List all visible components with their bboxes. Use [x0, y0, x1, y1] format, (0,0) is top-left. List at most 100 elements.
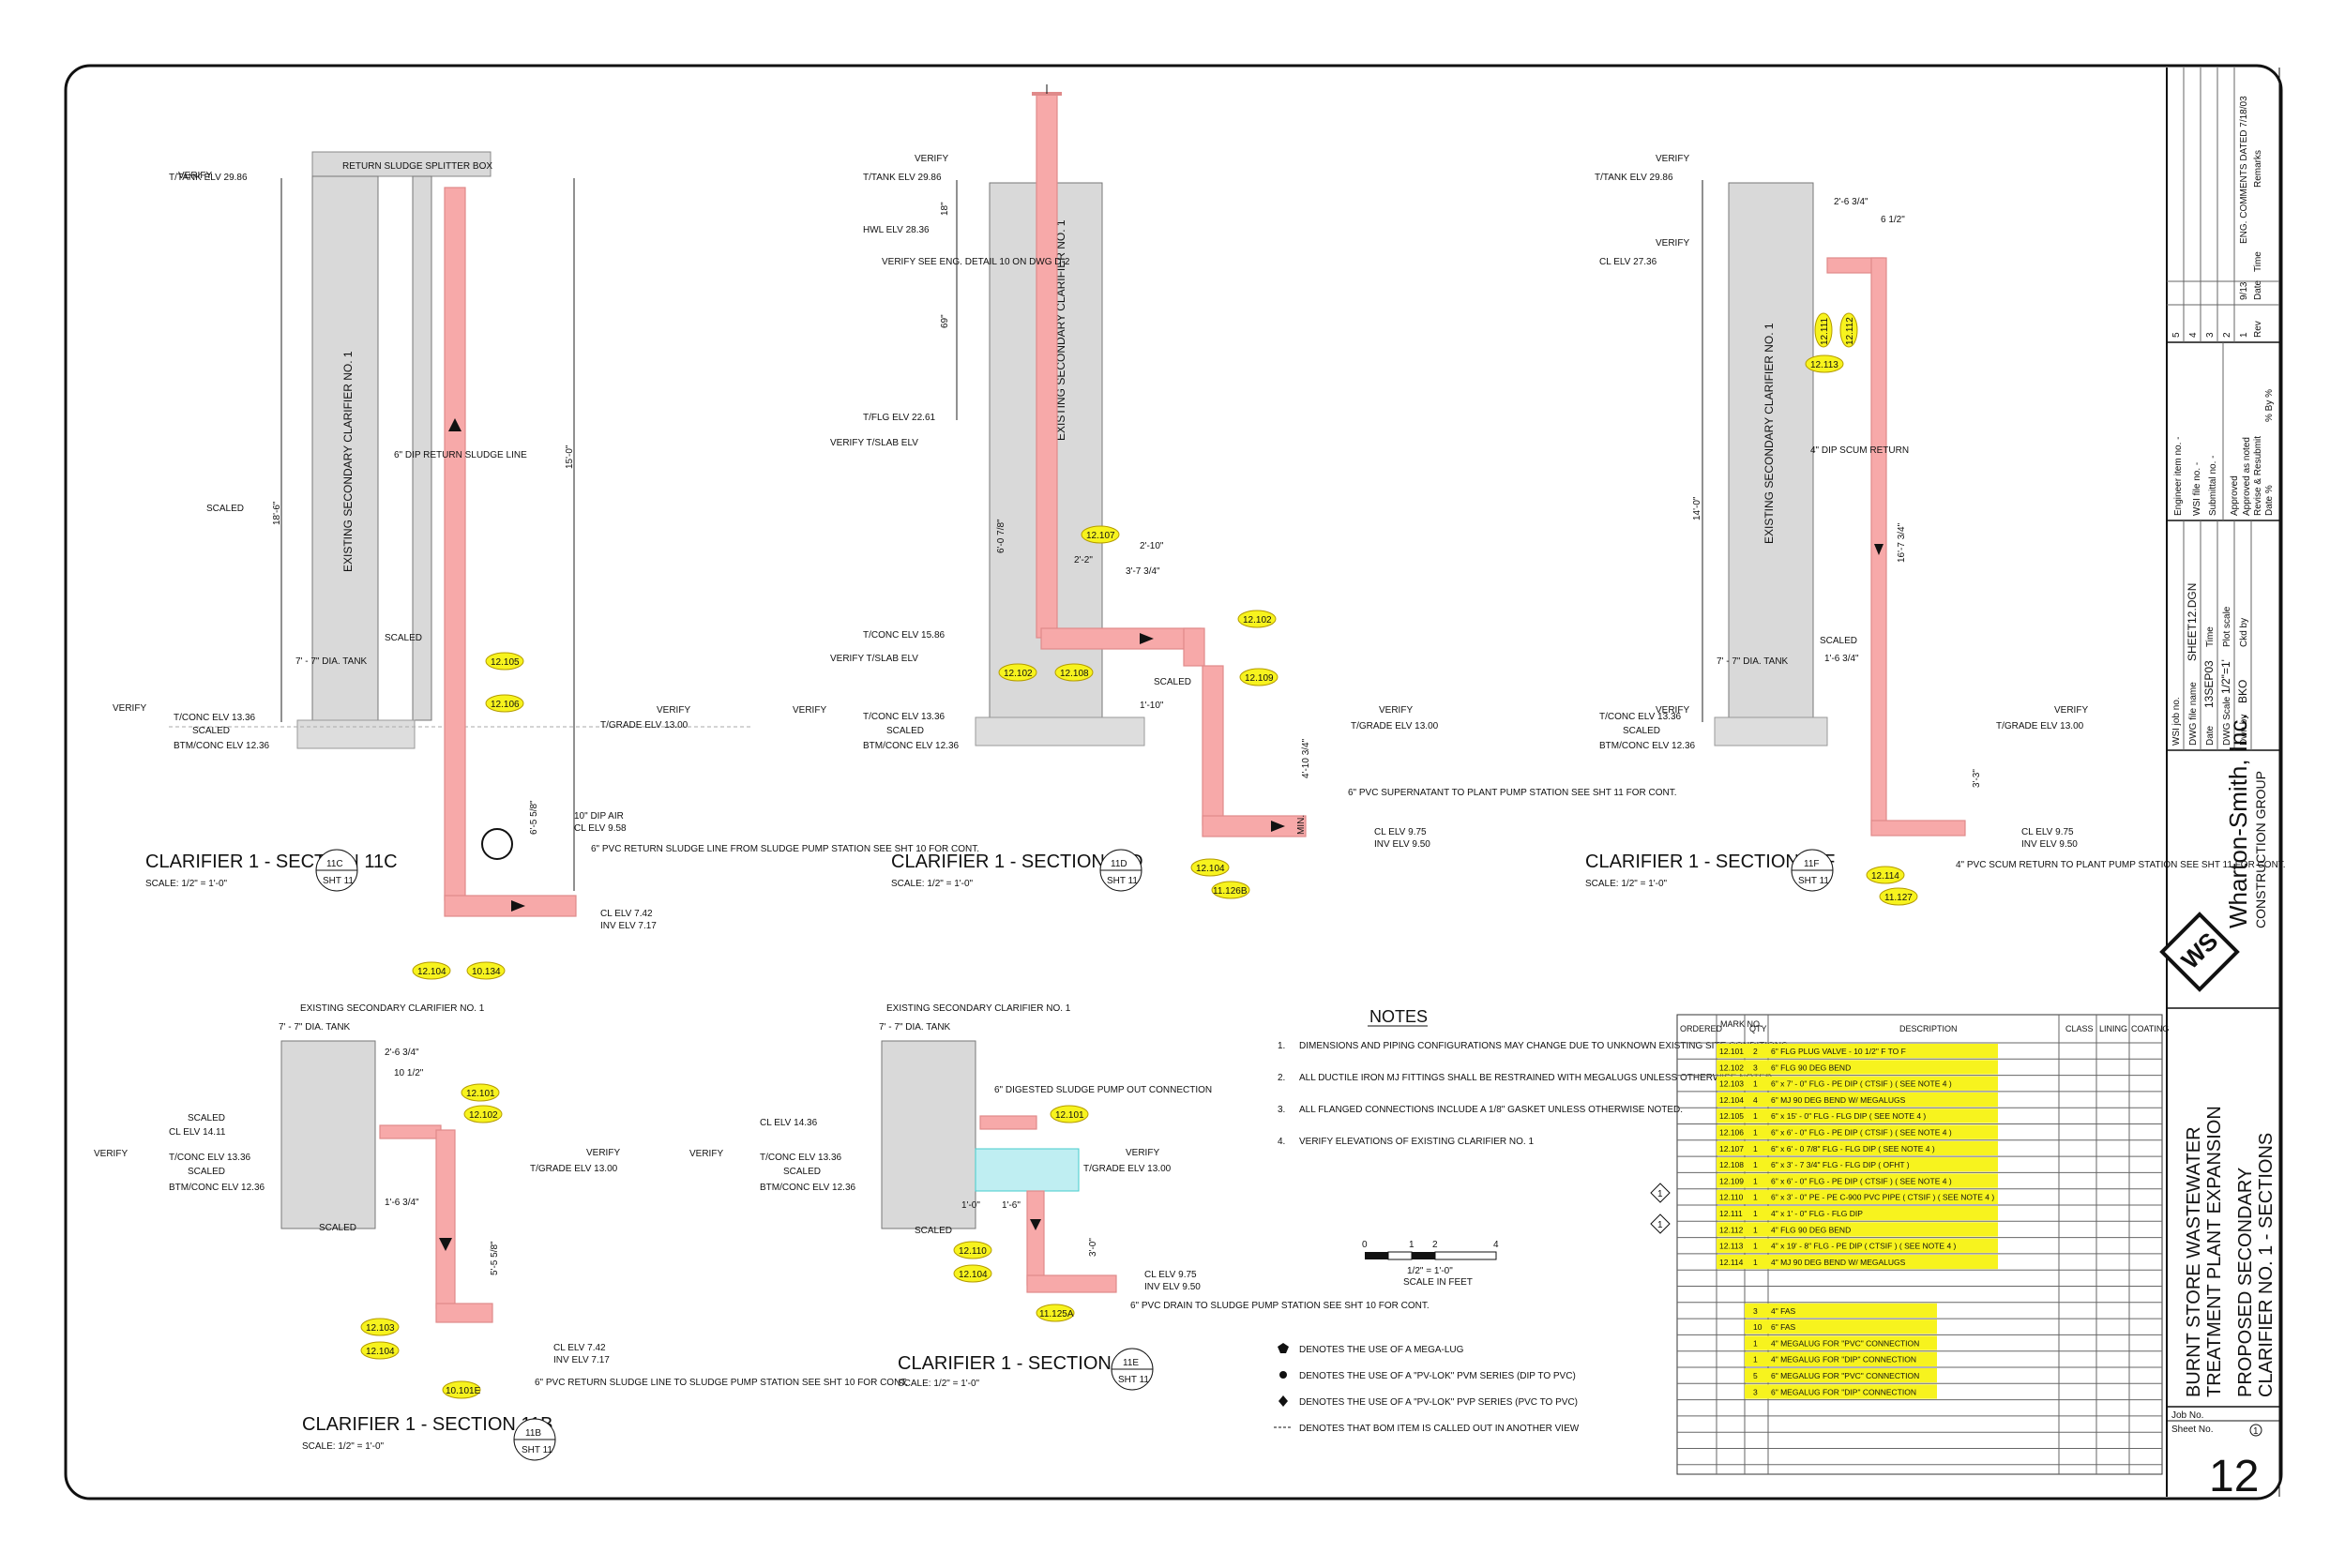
- bom-description: 4" MEGALUG FOR "DIP" CONNECTION: [1771, 1355, 1916, 1364]
- scale-label2: SCALE IN FEET: [1403, 1277, 1473, 1288]
- bom-qty: 3: [1753, 1306, 1758, 1316]
- clarifier-wall-b: [280, 1040, 376, 1229]
- approved: Approved: [2230, 475, 2240, 516]
- legend: DENOTES THE USE OF A MEGA-LUG DENOTES TH…: [1274, 1343, 1580, 1434]
- bom-description: 6" x 7' - 0" FLG - PE DIP ( CTSIF ) ( SE…: [1771, 1079, 1952, 1089]
- pvp-icon: [1278, 1395, 1288, 1407]
- inv717-c: INV ELV 7.17: [600, 921, 657, 931]
- splitter-box: [311, 151, 492, 177]
- submittal: Submittal no. -: [2208, 456, 2218, 516]
- bom-qty: 10: [1753, 1322, 1763, 1332]
- bom-description: 6" x 6' - 0 7/8" FLG - FLG DIP ( SEE NOT…: [1771, 1144, 1935, 1153]
- ttank-c: T/TANK ELV 29.86: [169, 173, 248, 183]
- scaled-c3: SCALED: [192, 726, 230, 736]
- tag-12-102-d1: 12.102: [1004, 669, 1033, 679]
- tag-12-104-b: 12.104: [366, 1347, 395, 1357]
- dim-e-30: 3'-0": [1088, 1238, 1098, 1257]
- hwl-d: HWL ELV 28.36: [863, 225, 930, 235]
- verify-b: VERIFY: [94, 1149, 128, 1159]
- tag-11-127: 11.127: [1884, 893, 1913, 903]
- dim-f-167: 16'-7 3/4": [1897, 522, 1907, 563]
- bom-mark: 12.110: [1719, 1193, 1744, 1202]
- notes-block: NOTES 1. DIMENSIONS AND PIPING CONFIGURA…: [1278, 1007, 1791, 1147]
- sheet-border: [64, 64, 2283, 1500]
- bom-rev-flag-1: 1: [1657, 1189, 1663, 1199]
- badge-11b: 11B: [525, 1428, 541, 1439]
- company-name: Wharton-Smith, Inc.: [2224, 713, 2252, 928]
- bom-qty: 1: [1753, 1209, 1758, 1218]
- scaled-e2: SCALED: [915, 1226, 952, 1236]
- section-11f: EXISTING SECONDARY CLARIFIER NO. 1 VERIF…: [1585, 154, 2286, 906]
- bom-description: 6" x 15' - 0" FLG - FLG DIP ( SEE NOTE 4…: [1771, 1111, 1926, 1121]
- scaled-d2: SCALED: [1154, 677, 1191, 687]
- dim-f-163: 1'-6 3/4": [1824, 654, 1859, 664]
- pvm-icon: [1279, 1371, 1287, 1379]
- dim-d-69: 69": [940, 314, 950, 328]
- bom-header-coating: COATING: [2131, 1024, 2169, 1033]
- section-11c: RETURN SLUDGE SPLITTER BOX EXISTING SECO…: [113, 151, 979, 980]
- badge-11c-sht: SHT 11: [323, 876, 354, 886]
- pipe-11d-down: [1202, 665, 1224, 826]
- cl1411-b: CL ELV 14.11: [169, 1127, 226, 1138]
- existing-clarifier-c: EXISTING SECONDARY CLARIFIER NO. 1: [341, 351, 355, 572]
- verify-f: VERIFY: [1656, 154, 1689, 164]
- bom-mark: 12.105: [1719, 1111, 1744, 1121]
- dim-b-263: 2'-6 3/4": [385, 1048, 419, 1058]
- bom-description: 6" FLG PLUG VALVE - 10 1/2" F TO F: [1771, 1047, 1906, 1056]
- tag-12-104-c: 12.104: [417, 967, 446, 977]
- inv950-f: INV ELV 9.50: [2021, 839, 2078, 850]
- air-valve-icon: [481, 828, 513, 860]
- bom-qty: 2: [1753, 1047, 1758, 1056]
- ttank-f: T/TANK ELV 29.86: [1595, 173, 1673, 183]
- dia-tank-e: 7' - 7" DIA. TANK: [879, 1022, 951, 1033]
- dip-return-label: 6" DIP RETURN SLUDGE LINE: [394, 450, 527, 460]
- badge-11d: 11D: [1111, 859, 1127, 869]
- dim-d-18: 18": [940, 202, 950, 216]
- pipe-11b-horizontal: [435, 1303, 493, 1323]
- pipe-11d-bottom: [1202, 815, 1307, 837]
- pvc-return-b: 6" PVC RETURN SLUDGE LINE TO SLUDGE PUMP…: [535, 1378, 908, 1388]
- inv950-e: INV ELV 9.50: [1144, 1282, 1201, 1292]
- dim-d-210: 2'-10": [1140, 541, 1164, 551]
- dim-d-410: 4'-10 3/4": [1301, 738, 1311, 778]
- dim-d-6: 6'-0 7/8": [996, 519, 1006, 553]
- scale-tick-1: 1: [1409, 1240, 1415, 1250]
- bom-qty: 1: [1753, 1242, 1758, 1251]
- scaled-b2: SCALED: [188, 1167, 225, 1177]
- rev5-mark: 5: [2171, 332, 2182, 338]
- dim-c-18: 18'-6": [272, 501, 282, 525]
- scaled-b3: SCALED: [319, 1223, 356, 1233]
- tgrade-f: T/GRADE ELV 13.00: [1996, 721, 2084, 731]
- bom-description: 6" FAS: [1771, 1322, 1795, 1332]
- pipe-11d-vertical: [1036, 93, 1058, 639]
- rev1-date: 9/13: [2239, 281, 2249, 300]
- pipe-11b-vertical: [435, 1129, 456, 1309]
- dim-d-110: 1'-10": [1140, 701, 1164, 711]
- drawing-line1: PROPOSED SECONDARY: [2235, 1168, 2256, 1397]
- bom-description: 4" MJ 90 DEG BEND W/ MEGALUGS: [1771, 1258, 1906, 1267]
- scale-11b: SCALE: 1/2" = 1'-0": [302, 1441, 385, 1452]
- bom-header-ordered: ORDERED: [1680, 1024, 1723, 1033]
- title-11d: CLARIFIER 1 - SECTION 11D: [891, 852, 1143, 872]
- dim-f-612: 6 1/2": [1881, 215, 1905, 225]
- bom-qty: 4: [1753, 1095, 1758, 1105]
- cl975-e: CL ELV 9.75: [1144, 1270, 1197, 1280]
- scale-11f: SCALE: 1/2" = 1'-0": [1585, 879, 1668, 889]
- company-logo: WS: [2159, 912, 2240, 992]
- scale-11e: SCALE: 1/2" = 1'-0": [898, 1379, 980, 1389]
- tconc-e: T/CONC ELV 13.36: [760, 1153, 842, 1163]
- cl958-label: CL ELV 9.58: [574, 823, 627, 834]
- bom-description: 4" MEGALUG FOR "PVC" CONNECTION: [1771, 1338, 1919, 1348]
- verify-e: VERIFY: [689, 1149, 723, 1159]
- clarifier-wall-e: [881, 1040, 976, 1229]
- pipe-11c-horizontal: [444, 895, 577, 917]
- scaled-b1: SCALED: [188, 1113, 225, 1123]
- dim-f-263: 2'-6 3/4": [1834, 197, 1868, 207]
- approved-noted: Approved as noted: [2242, 437, 2252, 516]
